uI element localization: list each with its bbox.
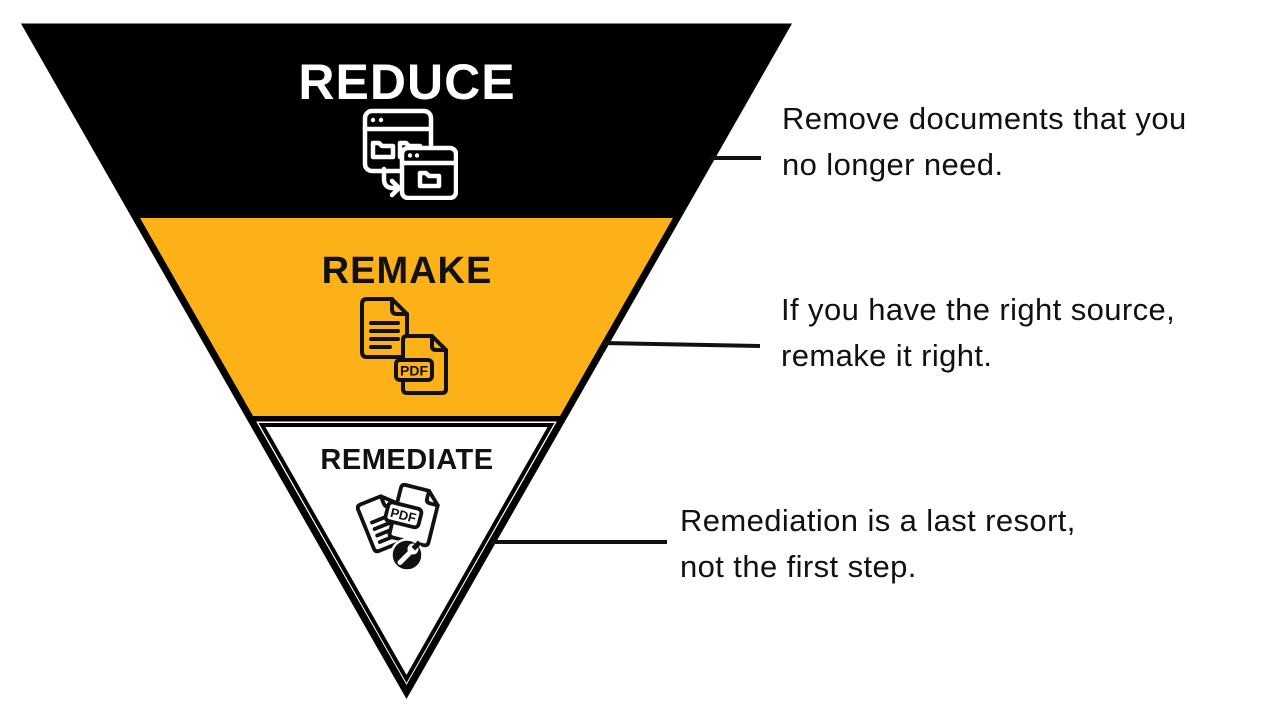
- pdf-label-text: PDF: [400, 363, 428, 379]
- level-label-reduce: REDUCE: [298, 54, 516, 110]
- wrench-badge: [390, 538, 424, 572]
- annotation-remediate-line2: not the first step.: [680, 549, 917, 584]
- annotation-remake: If you have the right source, remake it …: [781, 287, 1175, 379]
- pdf-label-text: PDF: [389, 505, 418, 526]
- annotation-remediate: Remediation is a last resort, not the fi…: [680, 498, 1076, 590]
- remake-remediate-divider: [27, 416, 786, 422]
- annotation-remake-line2: remake it right.: [781, 338, 993, 373]
- connector-line-remake: [602, 341, 761, 348]
- level-label-remake: REMAKE: [321, 250, 493, 292]
- annotation-reduce: Remove documents that you no longer need…: [782, 96, 1187, 188]
- pyramid-outline: [20, 23, 793, 700]
- browser-windows-transfer-icon: [362, 108, 458, 200]
- pdf-repair-wrench-icon: PDF: [356, 482, 440, 572]
- document-to-pdf-icon: PDF: [360, 297, 448, 395]
- remediate-inner-border: [258, 423, 555, 684]
- annotation-remediate-line1: Remediation is a last resort,: [680, 503, 1076, 538]
- annotation-reduce-line1: Remove documents that you: [782, 101, 1187, 136]
- level-label-remediate: REMEDIATE: [320, 444, 494, 476]
- annotation-reduce-line2: no longer need.: [782, 147, 1004, 182]
- annotation-remake-line1: If you have the right source,: [781, 292, 1176, 327]
